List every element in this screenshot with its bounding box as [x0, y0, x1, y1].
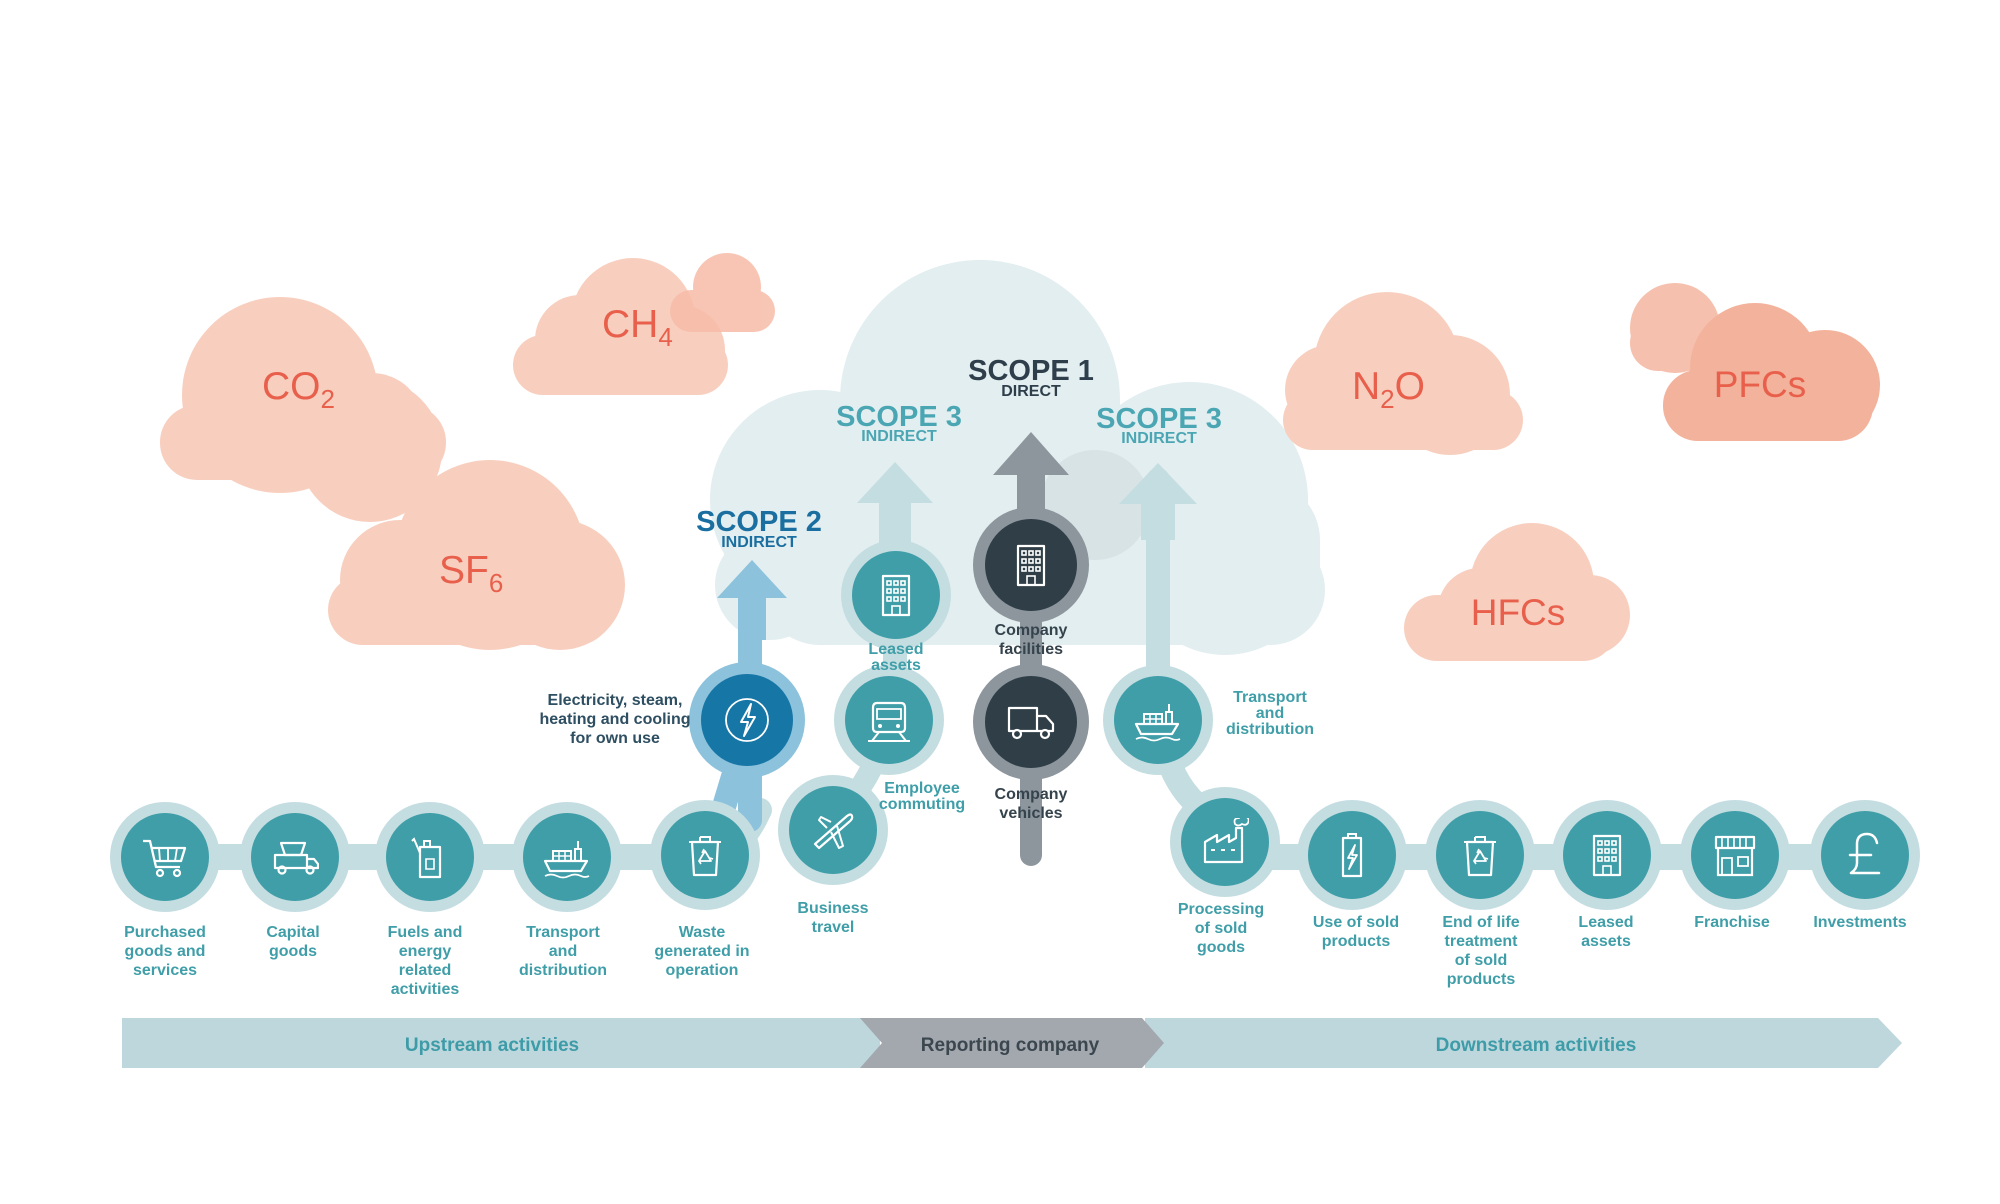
band-reporting: [860, 1018, 1164, 1068]
svg-text:INDIRECT: INDIRECT: [721, 534, 797, 551]
scope3-left-arrow: [857, 462, 933, 545]
gas-label-sf6: SF6: [439, 549, 503, 598]
band-label-reporting: Reporting company: [921, 1035, 1100, 1056]
scope1-arrow: [993, 432, 1069, 520]
gas-label-ch4: CH4: [602, 303, 673, 352]
band-label-downstream: Downstream activities: [1436, 1035, 1637, 1056]
gas-cloud-pfcs: [1630, 283, 1880, 441]
scope3-left-heading: SCOPE 3 INDIRECT: [836, 401, 962, 445]
band-label-upstream: Upstream activities: [405, 1035, 579, 1056]
gas-label-co2: CO2: [262, 365, 335, 414]
node-label: Investments: [1813, 914, 1906, 931]
scope3-right-arrow: [1119, 463, 1197, 540]
downstream-node-investments[interactable]: Investments: [1810, 800, 1920, 931]
svg-text:INDIRECT: INDIRECT: [861, 428, 937, 445]
band-downstream: [1145, 1018, 1902, 1068]
node-label: Franchise: [1694, 914, 1770, 931]
gas-cloud-hfcs: [1404, 523, 1630, 661]
svg-text:SCOPE 1: SCOPE 1: [968, 355, 1094, 387]
svg-text:DIRECT: DIRECT: [1001, 383, 1061, 400]
gas-cloud-co2: [160, 297, 446, 522]
gas-cloud-n2o: [1283, 292, 1523, 455]
svg-text:SCOPE 2: SCOPE 2: [696, 506, 822, 538]
downstream-node-franchise[interactable]: Franchise: [1680, 800, 1790, 931]
svg-text:SCOPE 3: SCOPE 3: [836, 401, 962, 433]
gas-cloud-sf6: [328, 460, 625, 650]
band-upstream: [122, 1018, 880, 1068]
activity-band: Upstream activities Reporting company Do…: [122, 1018, 1902, 1068]
gas-label-pfcs: PFCs: [1714, 364, 1807, 405]
svg-text:INDIRECT: INDIRECT: [1121, 430, 1197, 447]
gas-label-hfcs: HFCs: [1471, 592, 1566, 633]
scope3-right-heading: SCOPE 3 INDIRECT: [1096, 403, 1222, 447]
scope1-heading: SCOPE 1 DIRECT: [968, 355, 1094, 400]
scope2-heading: SCOPE 2 INDIRECT: [696, 506, 822, 551]
scope2-arrow: [717, 560, 787, 640]
svg-text:SCOPE 3: SCOPE 3: [1096, 403, 1222, 435]
gas-label-n2o: N2O: [1352, 365, 1425, 414]
gas-cloud-ch4: [513, 253, 775, 395]
